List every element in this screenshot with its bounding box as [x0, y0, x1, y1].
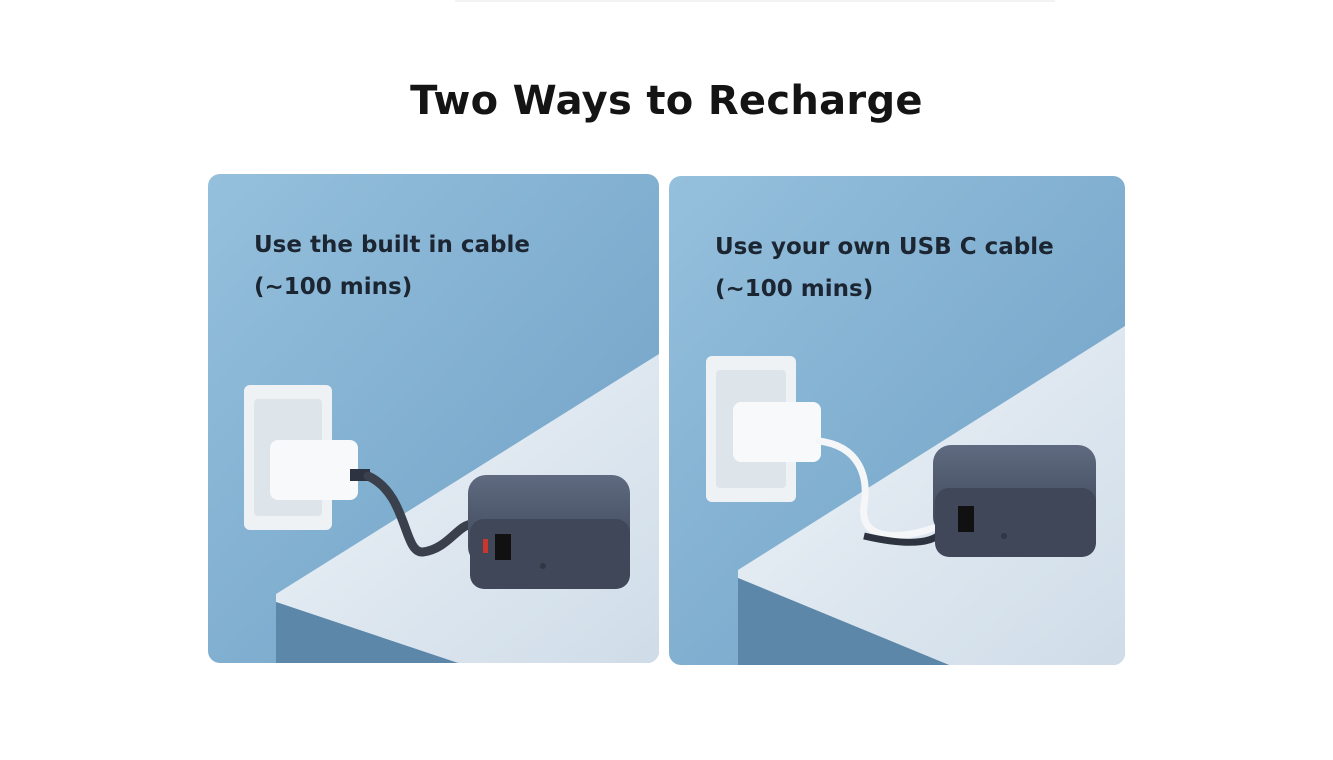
own-cable-illustration	[669, 176, 1125, 665]
option-card-own-usb-c-cable: Use your own USB C cable (~100 mins)	[669, 176, 1125, 665]
top-divider	[455, 0, 1055, 2]
built-in-cable-illustration	[208, 174, 659, 663]
option-card-built-in-cable: Use the built in cable (~100 mins)	[208, 174, 659, 663]
option-duration: (~100 mins)	[254, 274, 413, 300]
page-title: Two Ways to Recharge	[410, 78, 923, 124]
option-title: Use the built in cable	[254, 232, 530, 258]
option-duration: (~100 mins)	[715, 276, 874, 302]
option-title: Use your own USB C cable	[715, 234, 1054, 260]
